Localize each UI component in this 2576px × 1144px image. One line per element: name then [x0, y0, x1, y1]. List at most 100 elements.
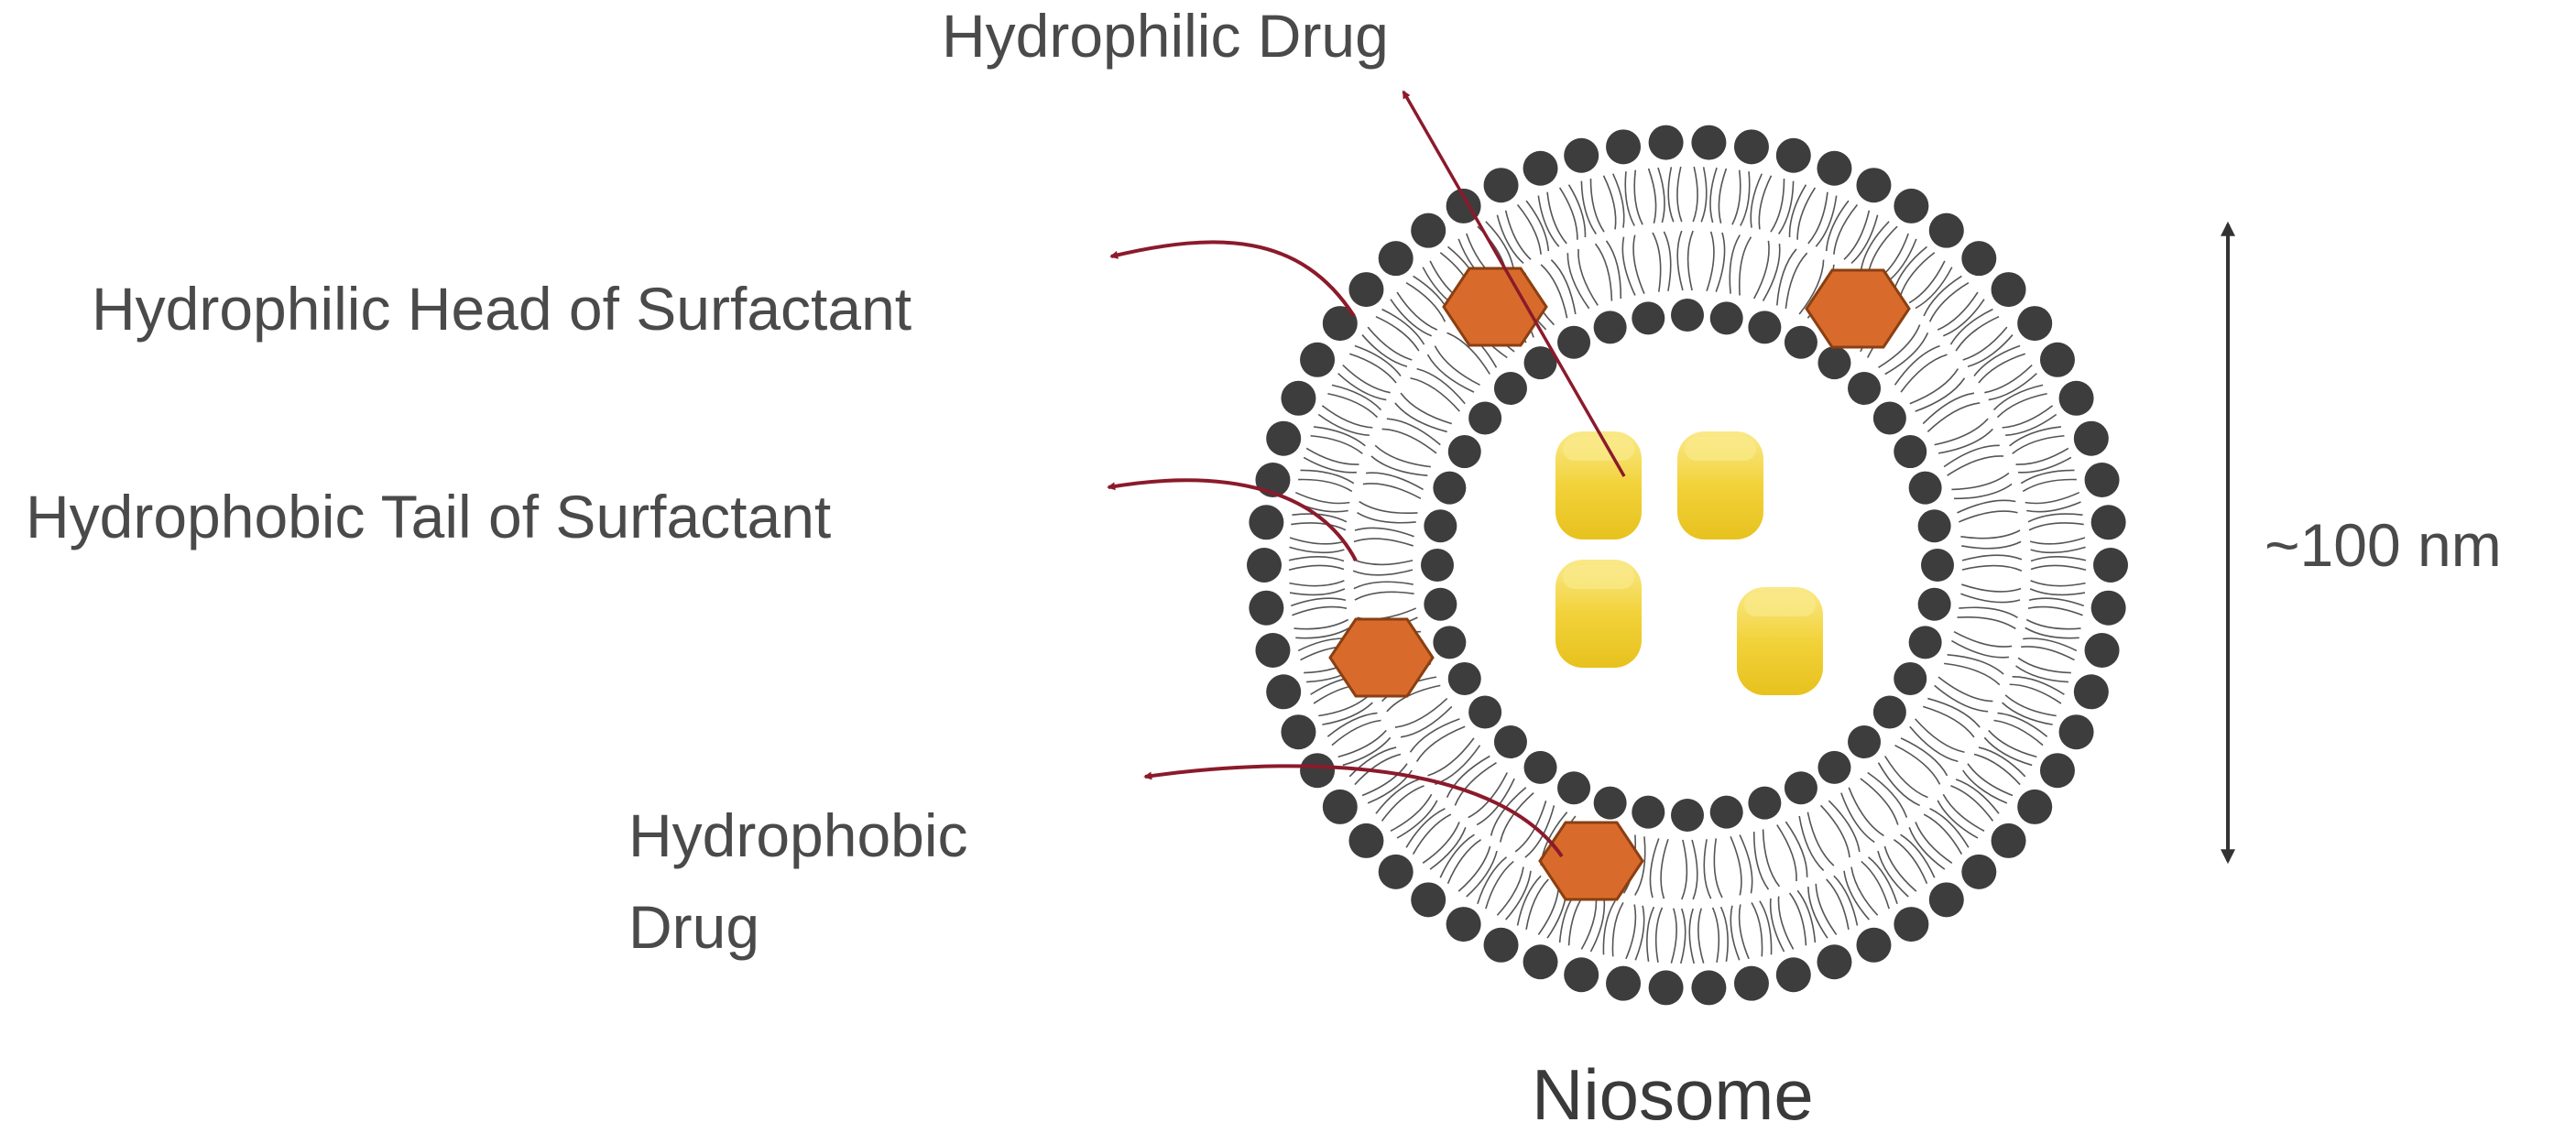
surfactant-tail	[1923, 813, 1963, 855]
hydrophilic-head	[1348, 272, 1384, 308]
surfactant-tail	[1909, 368, 1959, 405]
surfactant-tail	[1962, 769, 2008, 804]
surfactant-tail	[1867, 771, 1908, 818]
surfactant-tail	[1861, 860, 1890, 910]
surfactant-tail	[1415, 725, 1466, 762]
hydrophilic-head	[1894, 188, 1929, 223]
surfactant-tail	[1505, 870, 1532, 921]
surfactant-tail	[1819, 804, 1850, 858]
surfactant-tail	[1776, 824, 1797, 882]
surfactant-tail	[1446, 839, 1482, 884]
surfactant-tail	[1973, 753, 2021, 786]
surfactant-tail	[1806, 812, 1835, 866]
surfactant-tail	[1877, 850, 1909, 898]
surfactant-tail	[1967, 763, 2014, 797]
surfactant-tail	[1558, 187, 1578, 240]
surfactant-tail	[1929, 808, 1970, 848]
surfactant-tail	[1466, 850, 1498, 898]
surfactant-tail	[1660, 839, 1669, 899]
hydrophilic-head	[1493, 371, 1527, 405]
surfactant-tail	[1390, 299, 1433, 337]
hydrophilic-head	[1991, 823, 2026, 858]
surfactant-tail	[1457, 845, 1491, 892]
surfactant-tail	[1738, 904, 1750, 960]
surfactant-tail	[1589, 898, 1606, 953]
hydrophilic-drug-molecules	[1555, 431, 1823, 695]
hydrophobic-tail-label: Hydrophobic Tail of Surfactant	[26, 483, 831, 550]
surfactant-tail	[1567, 184, 1587, 238]
surfactant-tail	[1327, 392, 1379, 419]
surfactant-tail	[1937, 676, 1993, 703]
surfactant-tail	[1711, 907, 1720, 963]
surfactant-tail	[1750, 173, 1763, 228]
hydrophilic-head	[1523, 346, 1557, 380]
surfactant-tail	[2030, 555, 2087, 562]
surfactant-tail	[1577, 248, 1599, 306]
surfactant-tail	[1762, 244, 1781, 301]
surfactant-tail	[1525, 878, 1549, 930]
hydrophilic-head	[1961, 854, 1997, 889]
surfactant-tail	[1739, 834, 1753, 894]
surfactant-tail	[2012, 675, 2065, 695]
surfactant-tail	[1322, 702, 1373, 725]
hydrophilic-head	[1281, 380, 1316, 416]
surfactant-tail	[1798, 259, 1825, 315]
surfactant-tail	[1955, 315, 2000, 352]
hydrophilic-head	[1411, 882, 1446, 918]
surfactant-tail	[1525, 200, 1550, 252]
hydrophilic-head	[1266, 674, 1302, 710]
hydrophilic-drug-highlight	[1563, 565, 1634, 589]
surfactant-tail	[2002, 702, 2053, 725]
hydrophobic-drug	[1805, 268, 1911, 349]
surfactant-tail	[1973, 344, 2021, 376]
surfactant-tail	[1894, 744, 1941, 785]
surfactant-tail	[1753, 240, 1770, 300]
surfactant-tail	[1770, 178, 1785, 233]
hydrophilic-drug	[1555, 431, 1642, 539]
surfactant-tail	[1993, 719, 2044, 746]
surfactant-tail	[1942, 793, 1985, 832]
surfactant-tail	[1709, 167, 1718, 223]
surfactant-tail	[1953, 631, 2013, 648]
surfactant-tail	[1788, 892, 1807, 946]
surfactant-tail	[1427, 737, 1475, 777]
surfactant-tail	[2028, 522, 2084, 531]
surfactant-tail	[1400, 392, 1453, 425]
hydrophilic-head	[1281, 714, 1316, 750]
surfactant-tail	[1354, 591, 1414, 601]
surfactant-tail	[1405, 808, 1446, 848]
surfactant-tail	[1915, 377, 1966, 412]
hydrophilic-head	[1483, 168, 1519, 203]
surfactant-tail	[1759, 900, 1773, 955]
hydrophilic-head	[1928, 882, 1964, 918]
surfactant-tail	[1490, 787, 1527, 836]
hydrophilic-head	[1817, 944, 1852, 980]
hydrophilic-head	[1733, 965, 1769, 1001]
hydrophilic-head	[1991, 272, 2026, 308]
surfactant-tail	[1807, 191, 1828, 245]
surfactant-tail	[1884, 756, 1928, 799]
surfactant-tail	[1877, 762, 1920, 807]
surfactant-tail	[1646, 906, 1655, 963]
surfactant-tail	[2025, 491, 2080, 505]
surfactant-tail	[1496, 866, 1524, 916]
hydrophilic-head	[1917, 587, 1951, 621]
surfactant-tail	[1947, 654, 2004, 675]
surfactant-tail	[1833, 204, 1859, 255]
surfactant-tail	[1496, 214, 1524, 265]
surfactant-tail	[1951, 639, 2009, 659]
hydrophobic-drug	[1328, 617, 1435, 698]
surfactant-tail	[1950, 785, 1994, 822]
surfactant-tail	[2004, 694, 2057, 717]
inner-hydrophilic-heads	[1421, 299, 1954, 832]
surfactant-tail	[1625, 904, 1637, 960]
surfactant-tail	[1375, 779, 1420, 814]
surfactant-tail	[1686, 230, 1694, 291]
surfactant-tail	[1960, 529, 2021, 539]
surfactant-tail	[1833, 875, 1859, 926]
surfactant-tail	[1367, 326, 1413, 361]
hydrophilic-head	[1424, 587, 1457, 621]
surfactant-tail	[1289, 580, 1345, 587]
surfactant-tail	[1589, 178, 1605, 233]
surfactant-tail	[1900, 737, 1948, 777]
